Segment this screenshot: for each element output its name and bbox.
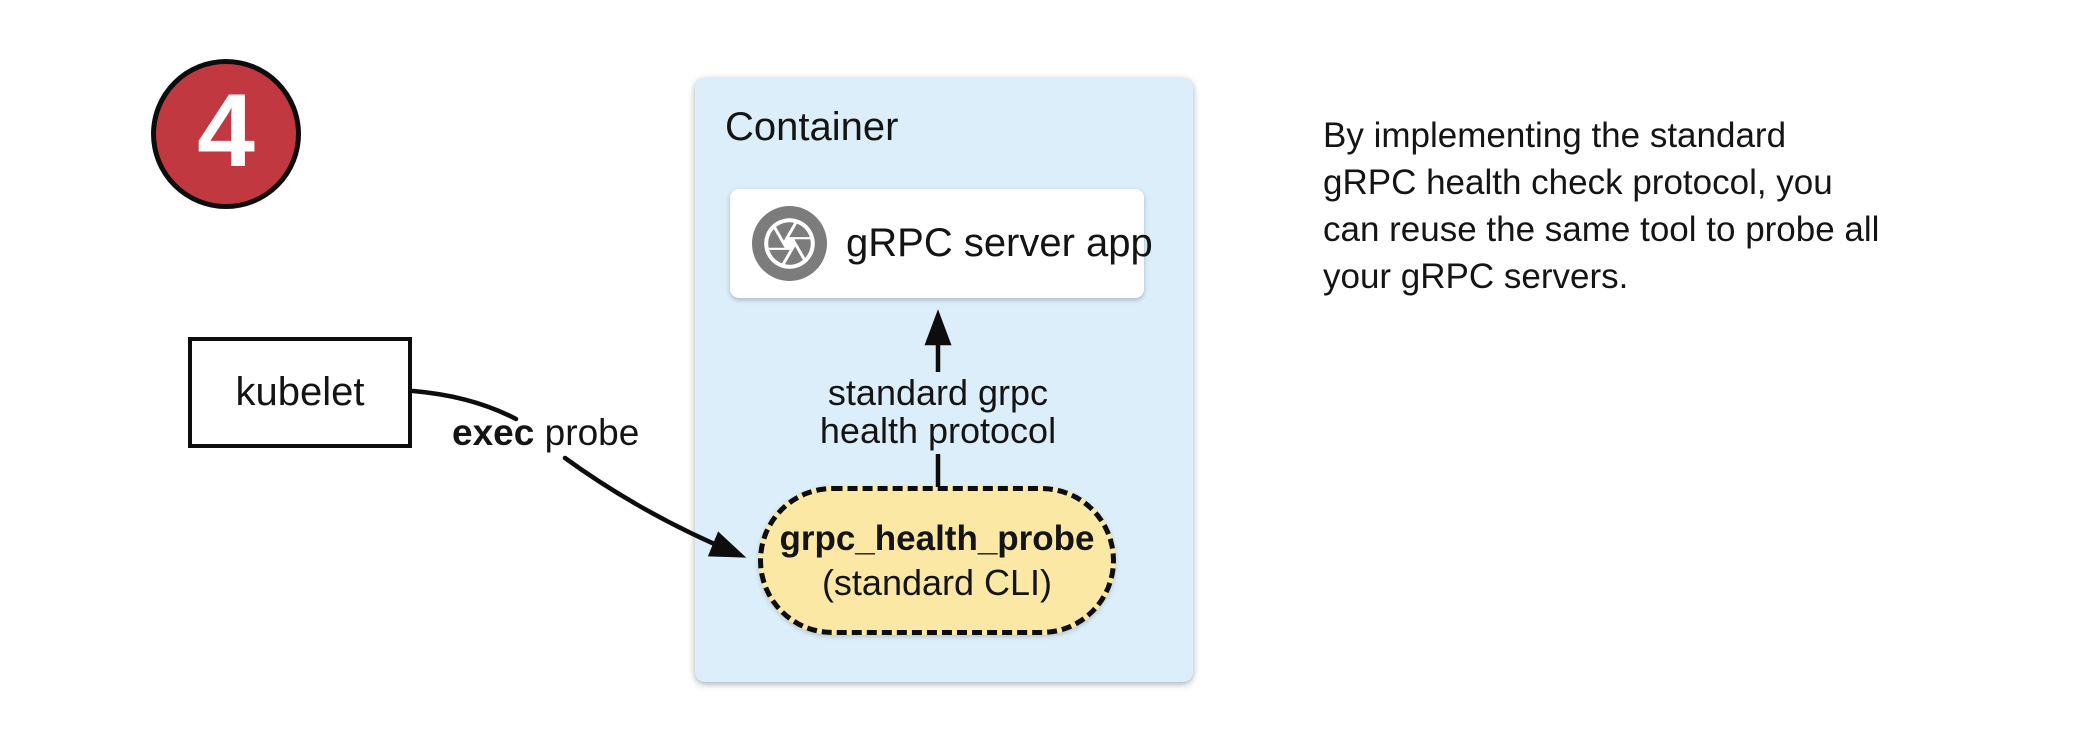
step-number: 4 (197, 73, 255, 189)
container-title: Container (725, 105, 899, 149)
note-paragraph: By implementing the standard gRPC health… (1323, 112, 1879, 300)
health-protocol-edge-label: standard grpc health protocol (788, 374, 1088, 450)
grpc-health-probe-subtitle: (standard CLI) (821, 561, 1053, 603)
note-line: gRPC health check protocol, you (1323, 163, 1833, 202)
aperture-icon (752, 206, 827, 281)
health-protocol-label-line1: standard grpc (827, 372, 1049, 413)
kubelet-label: kubelet (235, 370, 365, 414)
note-line: your gRPC servers. (1323, 257, 1629, 296)
grpc-health-probe-node: grpc_health_probe (standard CLI) (758, 486, 1116, 635)
exec-probe-label-bold: exec (452, 412, 535, 453)
health-protocol-label-line2: health protocol (819, 410, 1057, 451)
step-number-badge: 4 (151, 59, 301, 209)
grpc-health-probe-title: grpc_health_probe (779, 518, 1095, 558)
kubelet-node: kubelet (188, 337, 412, 448)
grpc-server-app-node: gRPC server app (730, 189, 1153, 298)
exec-probe-label-regular: probe (544, 412, 640, 453)
note-line: By implementing the standard (1323, 116, 1787, 155)
note-line: can reuse the same tool to probe all (1323, 210, 1880, 249)
grpc-server-app-label: gRPC server app (846, 221, 1153, 265)
